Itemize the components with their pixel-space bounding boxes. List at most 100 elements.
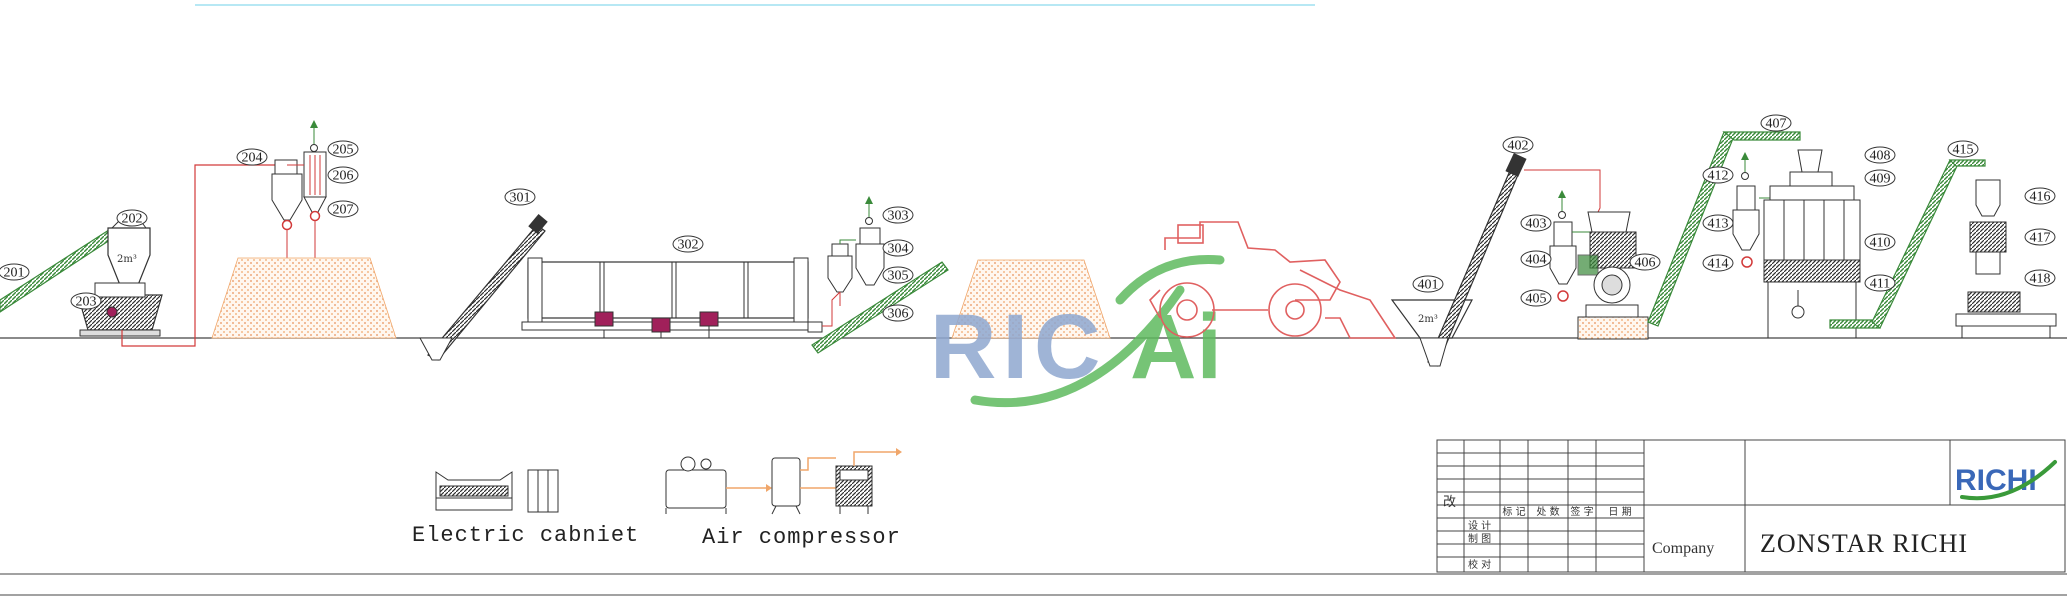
equipment-tag-306: 306 bbox=[882, 304, 914, 322]
svg-text:417: 417 bbox=[2030, 231, 2051, 246]
cyclone-304 bbox=[855, 243, 885, 286]
svg-text:407: 407 bbox=[1766, 117, 1787, 132]
svg-text:305: 305 bbox=[888, 269, 909, 284]
cyclone-204 bbox=[271, 173, 303, 221]
cyclone-404 bbox=[1553, 221, 1573, 247]
svg-text:306: 306 bbox=[888, 307, 909, 322]
cyclone-413 bbox=[1736, 185, 1756, 211]
arrow-up-icon bbox=[1558, 190, 1566, 198]
equipment-tag-203: 203 bbox=[70, 292, 102, 310]
equipment-tags: 2012022032042052062073013023033043053064… bbox=[0, 114, 2056, 322]
title-row-label: 制 图 bbox=[1468, 532, 1491, 545]
equipment-tag-407: 407 bbox=[1760, 114, 1792, 132]
equipment-tag-415: 415 bbox=[1947, 140, 1979, 158]
watermark: RIC Ai bbox=[930, 255, 1225, 408]
svg-text:204: 204 bbox=[242, 151, 263, 166]
title-block bbox=[1436, 439, 2066, 573]
svg-text:RICHI: RICHI bbox=[1955, 464, 2037, 497]
equipment-tag-410: 410 bbox=[1864, 233, 1896, 251]
loader-tractor bbox=[1149, 221, 1397, 339]
svg-text:404: 404 bbox=[1526, 253, 1547, 268]
equipment-tag-207: 207 bbox=[327, 200, 359, 218]
cyclone-204-head bbox=[274, 159, 298, 175]
equipment-tag-412: 412 bbox=[1702, 166, 1734, 184]
svg-text:402: 402 bbox=[1508, 139, 1529, 154]
svg-text:201: 201 bbox=[4, 266, 25, 281]
svg-text:401: 401 bbox=[1418, 278, 1439, 293]
svg-text:RIC: RIC bbox=[930, 296, 1106, 398]
fan-303 bbox=[865, 217, 873, 225]
equipment-tag-413: 413 bbox=[1702, 214, 1734, 232]
material-pile-1 bbox=[211, 257, 397, 339]
arrow-up-icon bbox=[865, 196, 873, 204]
equipment-tag-411: 411 bbox=[1864, 274, 1896, 292]
equipment-tag-206: 206 bbox=[327, 166, 359, 184]
title-block-headers: 标 记处 数签 字日 期 bbox=[1502, 505, 1631, 518]
bin-401-label: 2m³ bbox=[1418, 314, 1438, 325]
equipment-tag-417: 417 bbox=[2024, 228, 2056, 246]
equipment-tag-305: 305 bbox=[882, 266, 914, 284]
title-row-label: 校 对 bbox=[1468, 558, 1491, 571]
title-header-cell: 日 期 bbox=[1608, 506, 1631, 518]
packing-bin-416 bbox=[1975, 179, 2001, 217]
title-header-cell: 处 数 bbox=[1536, 505, 1559, 518]
section-400: 2m³ bbox=[1390, 131, 2057, 367]
svg-text:302: 302 bbox=[678, 238, 699, 253]
svg-text:414: 414 bbox=[1708, 257, 1729, 272]
svg-text:Ai: Ai bbox=[1130, 296, 1222, 398]
material-pile-2 bbox=[951, 259, 1111, 339]
electric-cabinet-icon bbox=[435, 469, 559, 513]
equipment-tag-201: 201 bbox=[0, 263, 30, 281]
section-300 bbox=[419, 196, 1111, 361]
equipment-tag-404: 404 bbox=[1520, 250, 1552, 268]
equipment-tag-403: 403 bbox=[1520, 214, 1552, 232]
valve-414 bbox=[1741, 256, 1753, 268]
dryer-302 bbox=[527, 261, 809, 319]
svg-text:411: 411 bbox=[1870, 277, 1890, 292]
cooler-hopper-408 bbox=[1797, 149, 1823, 173]
valve-405 bbox=[1557, 290, 1569, 302]
title-row-label: 设 计 bbox=[1468, 519, 1491, 532]
svg-text:304: 304 bbox=[888, 242, 909, 257]
svg-text:406: 406 bbox=[1635, 256, 1656, 271]
air-compressor-icon bbox=[665, 448, 902, 515]
company-label: Company bbox=[1652, 540, 1714, 557]
packer-417 bbox=[1969, 221, 2007, 253]
conveyor-402 bbox=[1427, 165, 1521, 367]
svg-text:206: 206 bbox=[333, 169, 354, 184]
equipment-tag-204: 204 bbox=[236, 148, 268, 166]
equipment-tag-405: 405 bbox=[1520, 289, 1552, 307]
svg-text:207: 207 bbox=[333, 203, 354, 218]
equipment-tag-406: 406 bbox=[1629, 253, 1661, 271]
svg-text:418: 418 bbox=[2030, 272, 2051, 287]
title-header-cell: 签 字 bbox=[1570, 505, 1593, 518]
equipment-tag-409: 409 bbox=[1864, 169, 1896, 187]
cooler-410 bbox=[1763, 199, 1861, 261]
fan-205 bbox=[310, 144, 318, 152]
svg-text:403: 403 bbox=[1526, 217, 1547, 232]
equipment-tag-402: 402 bbox=[1502, 136, 1534, 154]
equipment-tag-202: 202 bbox=[116, 209, 148, 227]
svg-text:202: 202 bbox=[122, 212, 143, 227]
equipment-tag-401: 401 bbox=[1412, 275, 1444, 293]
svg-text:415: 415 bbox=[1953, 143, 1974, 158]
change-mark: 改 bbox=[1443, 495, 1456, 510]
equipment-tag-418: 418 bbox=[2024, 269, 2056, 287]
bin-202-label: 2m³ bbox=[117, 254, 137, 265]
equipment-tag-301: 301 bbox=[504, 188, 536, 206]
company-name: ZONSTAR RICHI bbox=[1760, 529, 1968, 558]
svg-text:410: 410 bbox=[1870, 236, 1891, 251]
arrow-up-icon bbox=[1741, 152, 1749, 160]
equipment-tag-302: 302 bbox=[672, 235, 704, 253]
pellet-mill-406-hopper bbox=[1587, 211, 1631, 233]
equipment-tag-408: 408 bbox=[1864, 146, 1896, 164]
pipe-203-204 bbox=[121, 164, 275, 347]
electric-cabinet-label: Electric cabniet bbox=[412, 523, 639, 548]
equipment-tag-304: 304 bbox=[882, 239, 914, 257]
svg-text:412: 412 bbox=[1708, 169, 1729, 184]
svg-text:205: 205 bbox=[333, 143, 354, 158]
svg-text:408: 408 bbox=[1870, 149, 1891, 164]
title-block-rows: 设 计制 图校 对 bbox=[1468, 519, 1491, 571]
equipment-tag-205: 205 bbox=[327, 140, 359, 158]
